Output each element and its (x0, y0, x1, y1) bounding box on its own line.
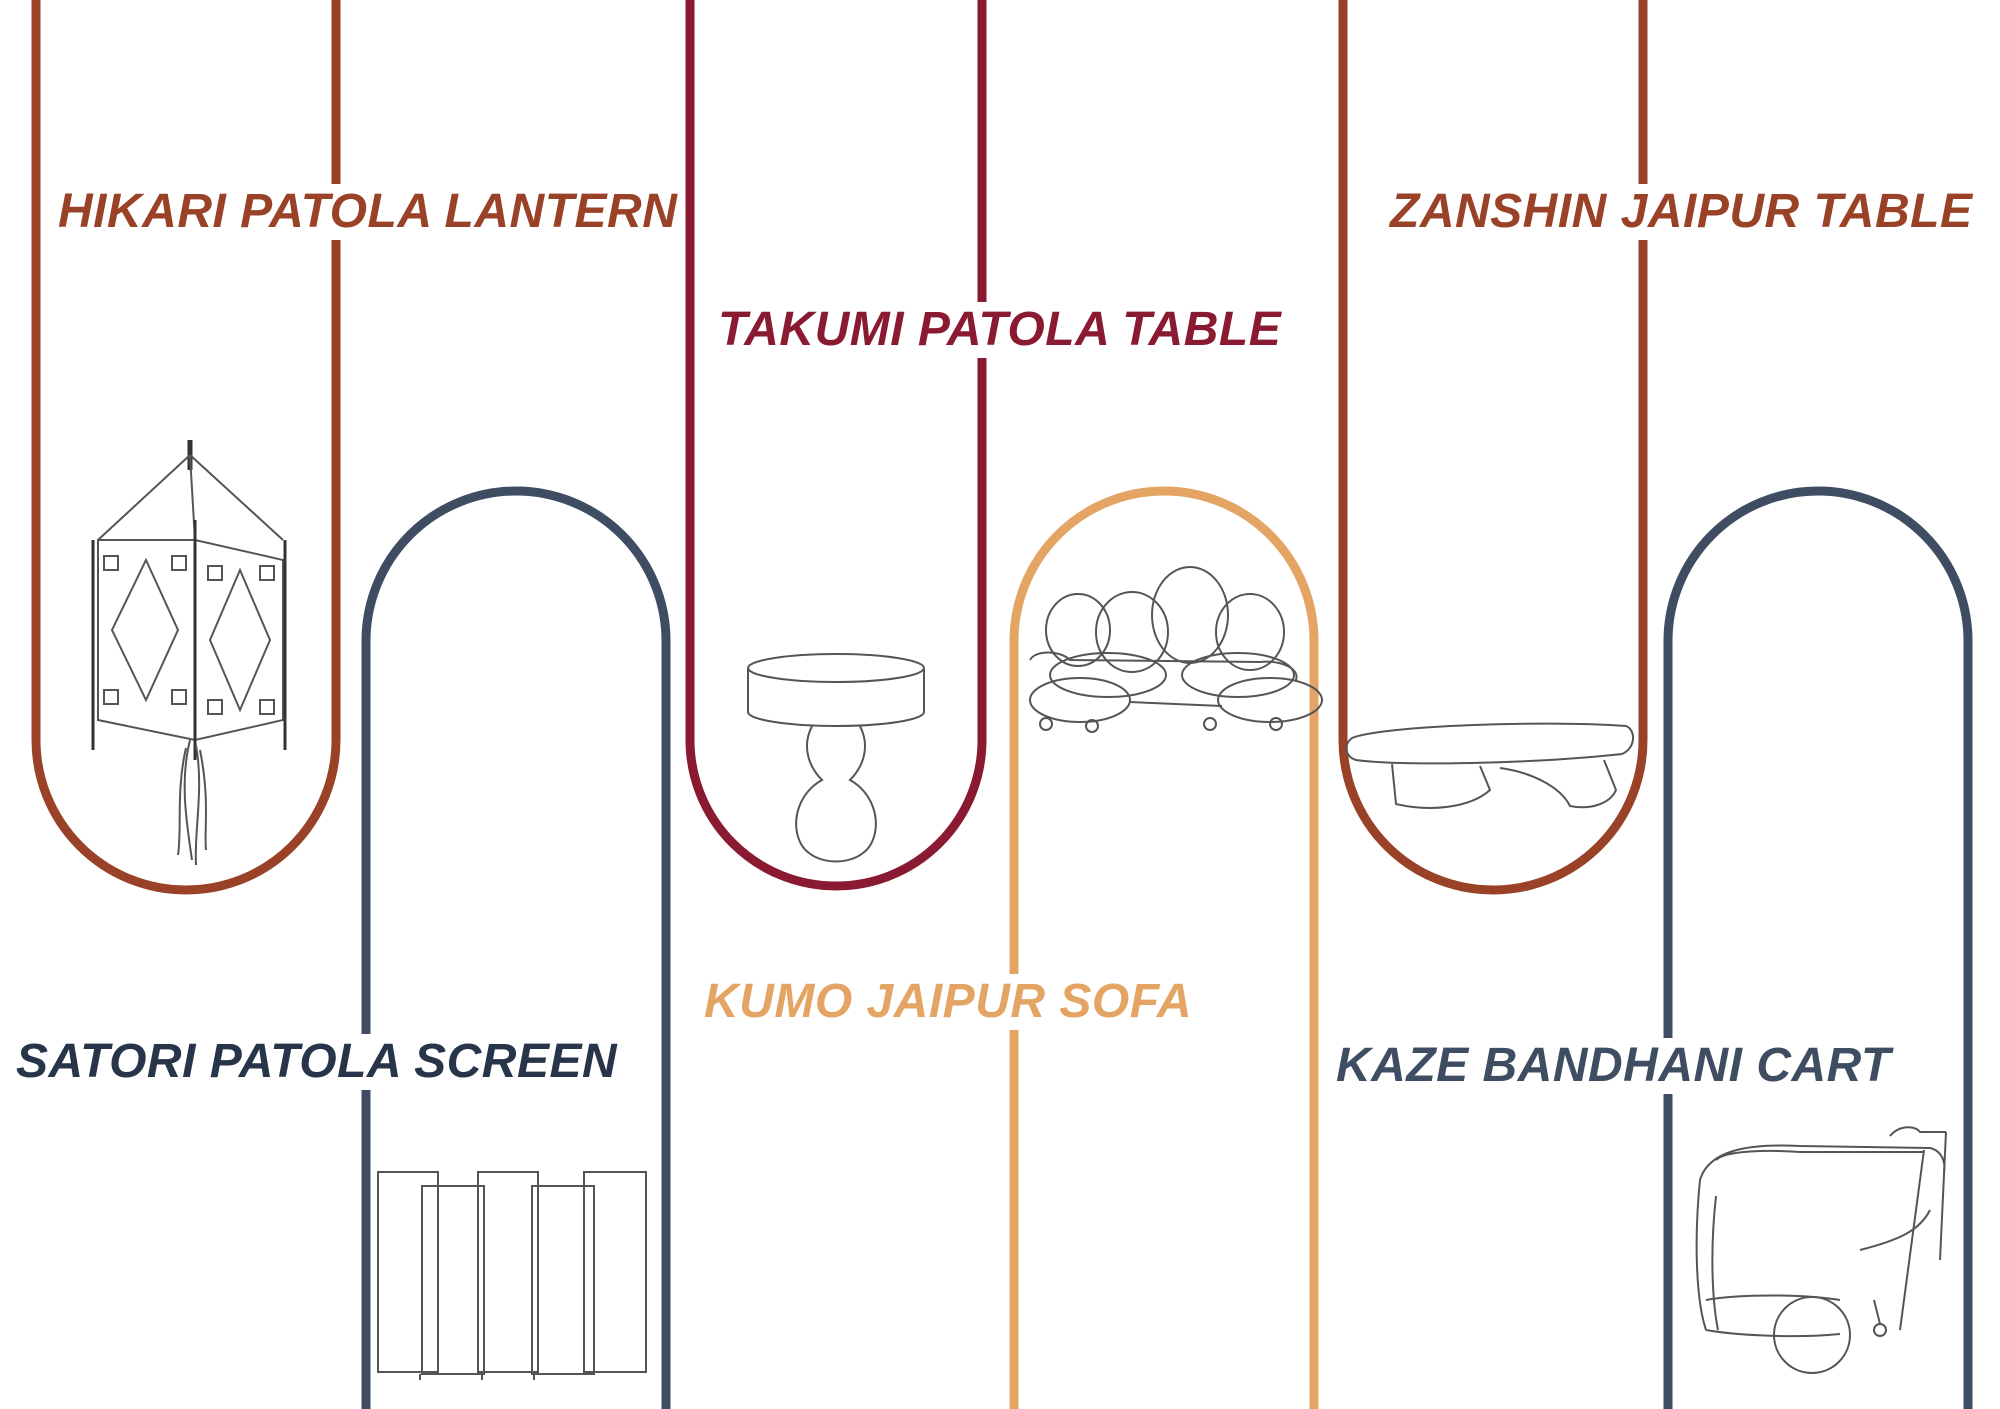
folding-screen-sketch-icon (377, 1171, 647, 1380)
lantern-sketch-icon (91, 440, 287, 866)
arch-zanshin (1338, 0, 1648, 895)
product-title-zanshin: ZANSHIN JAIPUR TABLE (1384, 184, 1979, 240)
arch-satori (361, 486, 671, 1409)
arch-takumi (685, 0, 987, 891)
product-title-kaze: KAZE BANDHANI CART (1330, 1038, 1897, 1094)
product-title-kumo: KUMO JAIPUR SOFA (698, 974, 1199, 1030)
arch-kumo (1009, 486, 1319, 1409)
low-table-sketch-icon (1345, 722, 1634, 809)
arch-hikari (31, 0, 341, 895)
product-title-satori: SATORI PATOLA SCREEN (10, 1034, 624, 1090)
pedestal-table-sketch-icon (747, 653, 925, 863)
cloud-sofa-sketch-icon (1029, 566, 1323, 733)
product-title-takumi: TAKUMI PATOLA TABLE (712, 302, 1288, 358)
product-title-hikari: HIKARI PATOLA LANTERN (52, 184, 684, 240)
arch-kaze (1663, 486, 1973, 1409)
bar-cart-sketch-icon (1695, 1126, 1947, 1374)
